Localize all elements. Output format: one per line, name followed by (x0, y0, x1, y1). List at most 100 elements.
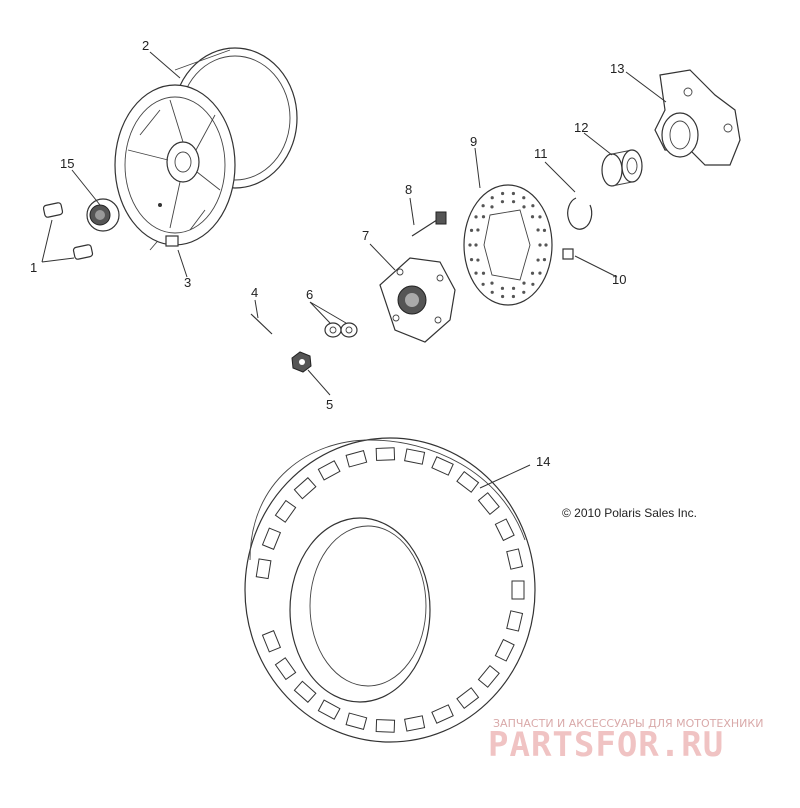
disc-hole (544, 243, 548, 247)
disc-hole (490, 281, 494, 285)
disc-hole (511, 294, 516, 299)
watermark: ЗАПЧАСТИ И АКСЕССУАРЫ ДЛЯ МОТОТЕХНИКИ PA… (488, 717, 763, 765)
callout-8: 8 (405, 182, 412, 197)
disc-hole (536, 258, 540, 262)
brake-disc (463, 184, 553, 306)
disc-hole (469, 258, 474, 262)
callout-4: 4 (251, 285, 258, 300)
disc-hole (522, 196, 526, 200)
disc-hole (474, 215, 478, 219)
disc-hole (542, 258, 547, 262)
callout-6: 6 (306, 287, 313, 302)
disc-hole (474, 271, 478, 275)
watermark-site: PARTSFOR.RU (488, 725, 724, 765)
tread-block (431, 704, 454, 724)
disc-hole (490, 290, 494, 294)
tread-block (261, 527, 282, 550)
disc-hole (476, 258, 480, 262)
watermark-tagline: ЗАПЧАСТИ И АКСЕССУАРЫ ДЛЯ МОТОТЕХНИКИ (493, 717, 763, 730)
disc-hole (542, 228, 547, 232)
disc-hole (530, 215, 535, 219)
disc-hole (522, 205, 526, 209)
tread-block (431, 456, 454, 476)
bearing-carrier (654, 69, 741, 166)
wheel-hub (379, 257, 456, 343)
tire (244, 437, 536, 743)
tread-block (477, 492, 500, 516)
tread-block (375, 447, 396, 461)
tread-block (345, 450, 368, 468)
disc-hole (468, 243, 472, 247)
tread-block (293, 477, 317, 500)
disc-hole (531, 204, 535, 208)
disc-hole (481, 215, 486, 219)
copyright-notice: © 2010 Polaris Sales Inc. (562, 506, 697, 520)
tread-block (404, 448, 426, 465)
callout-labels: 1 2 3 4 5 6 7 8 9 10 11 12 13 14 15 (30, 38, 626, 469)
disc-hole (511, 191, 516, 196)
disc-hole (511, 200, 516, 204)
disc-hole (531, 282, 535, 286)
disc-hole (522, 281, 526, 285)
tread-block (274, 499, 297, 523)
disc-hole (500, 191, 505, 196)
callout-14: 14 (536, 454, 550, 469)
callout-15: 15 (60, 156, 74, 171)
castle-nut (291, 351, 312, 373)
tread-block (274, 657, 297, 681)
tread-block (477, 664, 500, 688)
hub-cap (86, 198, 120, 232)
valve-nut (165, 235, 179, 247)
callout-11: 11 (534, 146, 548, 161)
leader-lines (41, 51, 667, 489)
tread-block (404, 715, 426, 732)
disc-screw (562, 248, 574, 260)
disc-hole (474, 243, 478, 247)
disc-hole (469, 228, 474, 232)
callout-1: 1 (30, 260, 37, 275)
callout-7: 7 (362, 228, 369, 243)
tread-block (456, 687, 480, 709)
tread-block (494, 518, 515, 542)
hub-bolt (411, 211, 447, 237)
callout-9: 9 (470, 134, 477, 149)
disc-hole (481, 282, 485, 286)
callout-10: 10 (612, 272, 626, 287)
disc-hole (500, 200, 505, 204)
tread-block (317, 460, 341, 481)
disc-hole (481, 271, 486, 275)
callout-5: 5 (326, 397, 333, 412)
callout-3: 3 (184, 275, 191, 290)
valve-stem-lower (72, 244, 94, 260)
snap-ring (567, 197, 593, 230)
tread-block (511, 580, 525, 600)
bearing (601, 149, 643, 187)
disc-hole (490, 205, 494, 209)
tread-block (506, 548, 524, 570)
tread-block (456, 471, 480, 493)
disc-hole (522, 290, 526, 294)
tread-block (345, 712, 368, 730)
tread-block (293, 680, 317, 703)
callout-13: 13 (610, 61, 624, 76)
disc-hole (490, 196, 494, 200)
valve-stem-upper (42, 202, 64, 218)
disc-hole (500, 286, 505, 290)
tread-block (494, 638, 515, 662)
washers (324, 322, 358, 338)
disc-hole (481, 204, 485, 208)
disc-hole (536, 228, 540, 232)
disc-hole (511, 286, 516, 290)
callout-12: 12 (574, 120, 588, 135)
disc-hole (530, 271, 535, 275)
disc-hole (500, 294, 505, 299)
tread-block (506, 610, 524, 632)
tread-block (255, 558, 272, 580)
cotter-pin (250, 313, 273, 335)
wheel-rim (114, 47, 298, 251)
tread-block (375, 719, 396, 733)
disc-hole (538, 215, 542, 219)
tread-block (317, 699, 341, 720)
disc-hole (538, 271, 542, 275)
